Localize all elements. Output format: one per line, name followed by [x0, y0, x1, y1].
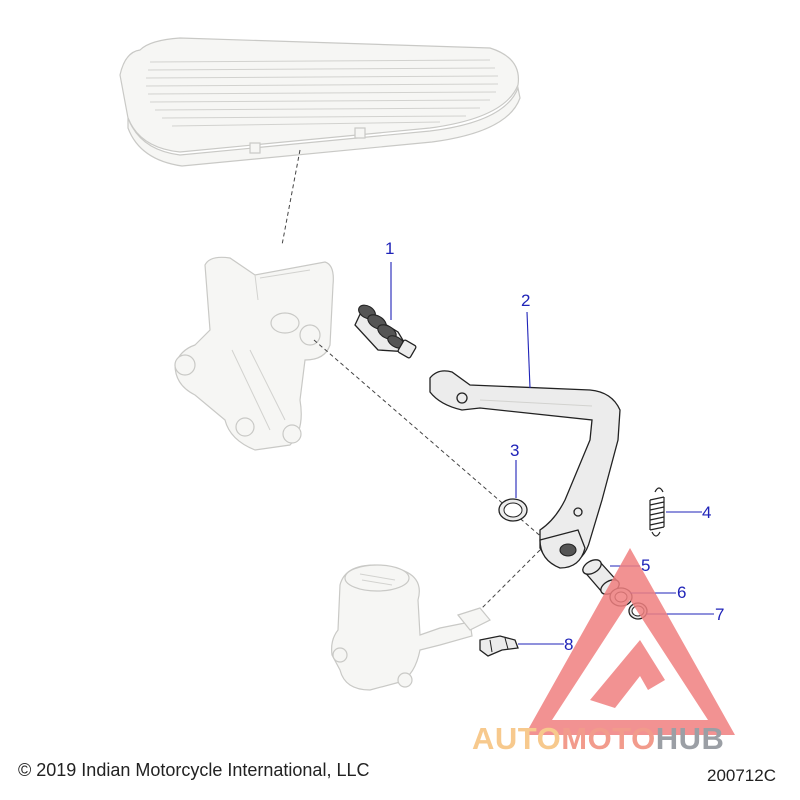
watermark-word-moto: MOTO: [561, 721, 655, 756]
callout-2: 2: [521, 291, 530, 310]
callout-4: 4: [702, 503, 711, 522]
watermark-inner-mark-icon: [590, 640, 665, 708]
callout-5: 5: [641, 556, 650, 575]
master-cylinder: [331, 564, 491, 691]
clevis-clip: [479, 635, 519, 657]
automotohub-watermark: AUTOMOTOHUB: [472, 548, 735, 756]
diagram-code: 200712C: [706, 766, 776, 785]
mounting-bracket: [174, 256, 334, 451]
brake-pedal-peg: [354, 304, 417, 359]
leader-lines: [390, 262, 714, 645]
watermark-triangle-icon: [525, 548, 735, 735]
clevis-link-line: [474, 549, 541, 616]
svg-text:AUTOMOTOHUB: AUTOMOTOHUB: [472, 721, 724, 756]
watermark-word-auto: AUTO: [472, 721, 561, 756]
callout-1: 1: [385, 239, 394, 258]
floorboard: [119, 37, 521, 167]
floorboard-mount-line: [281, 149, 301, 246]
brake-pedal-lever: [429, 370, 621, 569]
copyright-notice: © 2019 Indian Motorcycle International, …: [18, 760, 370, 780]
callout-6: 6: [677, 583, 686, 602]
callout-labels: 1 2 3 4 5 6 7 8: [385, 239, 724, 654]
callout-3: 3: [510, 441, 519, 460]
callout-7: 7: [715, 605, 724, 624]
watermark-word-hub: HUB: [656, 721, 725, 756]
return-spring: [649, 487, 665, 537]
callout-8: 8: [564, 635, 573, 654]
o-ring: [498, 498, 528, 522]
